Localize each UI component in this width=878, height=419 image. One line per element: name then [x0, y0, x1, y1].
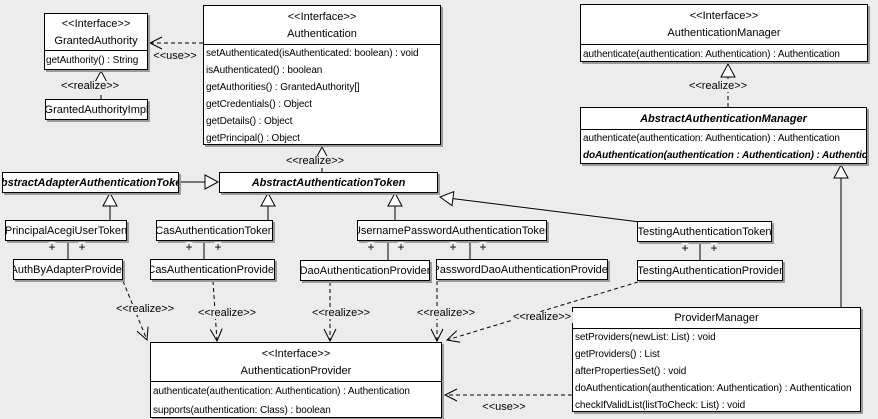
realize-testingprovider-to-ap	[445, 281, 639, 343]
multiplicity-plus: +	[479, 240, 487, 254]
method: getAuthority() : String	[46, 54, 139, 66]
class-name: GrantedAuthority	[54, 34, 138, 47]
class-granted-authority-impl: GrantedAuthorityImpl	[45, 99, 148, 120]
method: supports(authentication: Class) : boolea…	[153, 405, 331, 416]
method: getAuthorities() : GrantedAuthority[]	[206, 82, 360, 93]
class-name: AbstractAdapterAuthenticationToken	[3, 176, 178, 189]
multiplicity-plus: +	[78, 240, 86, 254]
method: setProviders(newList: List) : void	[575, 332, 716, 343]
multiplicity-plus: +	[367, 240, 375, 254]
class-name: PrincipalAcegiUserToken	[6, 224, 126, 237]
use-label: <<use>>	[480, 401, 528, 413]
class-abstract-authentication-token: AbstractAuthenticationToken	[219, 172, 438, 193]
name-compartment: ProviderManager	[573, 308, 860, 329]
method: authenticate(authentication: Authenticat…	[583, 48, 840, 60]
realize-label: <<realize>>	[686, 80, 750, 92]
multiplicity-plus: +	[449, 240, 457, 254]
class-name: GrantedAuthorityImpl	[46, 103, 147, 116]
multiplicity-plus: +	[710, 241, 718, 255]
multiplicity-plus: +	[214, 240, 222, 254]
method: afterPropertiesSet() : void	[575, 366, 687, 377]
method: isAuthenticated() : boolean	[206, 65, 323, 76]
method: doAuthentication(authentication: Authent…	[575, 383, 852, 394]
multiplicity-plus: +	[185, 240, 193, 254]
class-cas-authentication-token: CasAuthenticationToken	[156, 220, 273, 241]
class-name: TestingAuthenticationProvider	[638, 264, 782, 277]
method: authenticate(authentication: Authenticat…	[583, 133, 840, 144]
class-name: AuthenticationProvider	[240, 364, 352, 377]
class-name: AuthByAdapterProvider	[14, 263, 122, 276]
class-provider-manager: ProviderManager setProviders(newList: Li…	[572, 307, 861, 412]
class-name: AbstractAuthenticationManager	[640, 112, 807, 125]
use-label: <<use>>	[151, 50, 199, 62]
realize-label: <<realize>>	[510, 311, 574, 323]
realize-label: <<realize>>	[195, 307, 259, 319]
class-dao-authentication-provider: DaoAuthenticationProvider	[300, 260, 430, 281]
class-password-dao-authentication-provider: PasswordDaoAuthenticationProvider	[436, 259, 608, 280]
class-name: CasAuthenticationToken	[157, 224, 272, 237]
realize-label: <<realize>>	[58, 80, 122, 92]
class-granted-authority: <<Interface>> GrantedAuthority getAuthor…	[44, 13, 148, 70]
stereotype: <<Interface>>	[689, 10, 759, 22]
name-compartment: AbstractAuthenticationManager	[581, 108, 866, 130]
method: getPrincipal() : Object	[206, 133, 300, 144]
class-name: AbstractAuthenticationToken	[251, 176, 406, 189]
class-name: PasswordDaoAuthenticationProvider	[437, 263, 607, 276]
class-name: AuthenticationManager	[667, 27, 781, 39]
class-authentication-provider: <<Interface>> AuthenticationProvider aut…	[150, 342, 442, 418]
class-authentication-manager: <<Interface>> AuthenticationManager auth…	[580, 4, 868, 62]
class-cas-authentication-provider: CasAuthenticationProvider	[150, 259, 275, 280]
class-name: ProviderManager	[674, 312, 759, 324]
class-name: Authentication	[287, 27, 357, 40]
multiplicity-plus: +	[397, 240, 405, 254]
name-compartment: <<Interface>> AuthenticationManager	[581, 5, 867, 45]
class-principal-acegi-user-token: PrincipalAcegiUserToken	[5, 220, 127, 241]
multiplicity-plus: +	[48, 240, 56, 254]
class-name: CasAuthenticationProvider	[151, 263, 274, 276]
class-name: UsernamePasswordAuthenticationToken	[358, 224, 546, 237]
class-username-password-authentication-token: UsernamePasswordAuthenticationToken	[357, 220, 547, 241]
class-auth-by-adapter-provider: AuthByAdapterProvider	[13, 259, 123, 280]
gen-testing-to-abstracttoken	[438, 190, 641, 223]
class-testing-authentication-token: TestingAuthenticationToken	[637, 221, 772, 242]
name-compartment: <<Interface>> AuthenticationProvider	[151, 343, 441, 382]
realize-label: <<realize>>	[283, 155, 347, 167]
stereotype: <<Interface>>	[287, 10, 357, 23]
class-testing-authentication-provider: TestingAuthenticationProvider	[637, 260, 783, 281]
name-compartment: <<Interface>> GrantedAuthority	[45, 14, 147, 51]
stereotype: <<Interface>>	[261, 347, 331, 360]
method: setAuthenticated(isAuthenticated: boolea…	[206, 48, 419, 59]
realize-label: <<realize>>	[113, 303, 177, 315]
realize-label: <<realize>>	[414, 307, 478, 319]
method: getDetails() : Object	[206, 116, 293, 127]
stereotype: <<Interface>>	[61, 17, 131, 30]
method: getProviders() : List	[575, 349, 660, 360]
class-authentication: <<Interface>> Authentication setAuthenti…	[203, 5, 441, 145]
class-abstract-adapter-authentication-token: AbstractAdapterAuthenticationToken	[2, 172, 179, 193]
method: authenticate(authentication: Authenticat…	[153, 386, 410, 397]
class-name: DaoAuthenticationProvider	[301, 264, 429, 277]
name-compartment: <<Interface>> Authentication	[204, 6, 440, 45]
method: doAuthentication(authentication : Authen…	[583, 150, 866, 161]
method: getCredentials() : Object	[206, 99, 312, 110]
method: checkIfValidList(listToCheck: List) : vo…	[575, 400, 746, 411]
multiplicity-plus: +	[681, 241, 689, 255]
class-abstract-authentication-manager: AbstractAuthenticationManager authentica…	[580, 107, 867, 164]
class-name: TestingAuthenticationToken	[638, 225, 771, 238]
realize-label: <<realize>>	[309, 307, 373, 319]
